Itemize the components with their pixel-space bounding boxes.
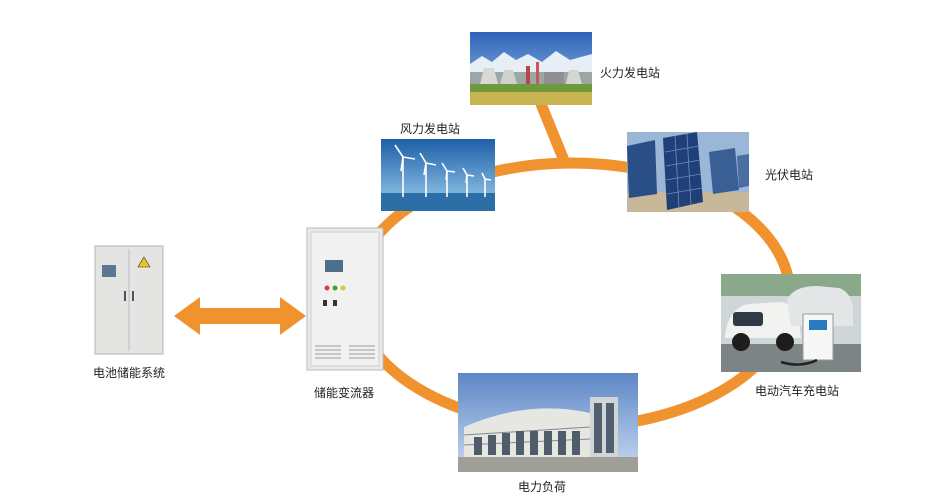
battery-label: 电池储能系统 (93, 366, 166, 380)
ev-charging-station-photo (721, 274, 861, 372)
thermal-power-plant-photo (470, 32, 592, 105)
ev-charging-label: 电动汽车充电站 (755, 384, 840, 398)
bidirectional-arrow (174, 297, 306, 335)
thermal-power-label: 火力发电站 (600, 66, 661, 80)
solar-label: 光伏电站 (765, 168, 814, 182)
solar-panel-photo (627, 132, 749, 212)
wind-farm-label: 风力发电站 (400, 122, 461, 136)
power-load-label: 电力负荷 (518, 480, 567, 494)
wind-farm-photo (381, 139, 495, 211)
thermal-feeder-line (535, 98, 569, 164)
converter-cabinet-photo (305, 226, 385, 372)
pcs-label: 储能变流器 (314, 386, 375, 400)
building-photo (458, 373, 638, 472)
battery-cabinet-photo (94, 245, 164, 355)
